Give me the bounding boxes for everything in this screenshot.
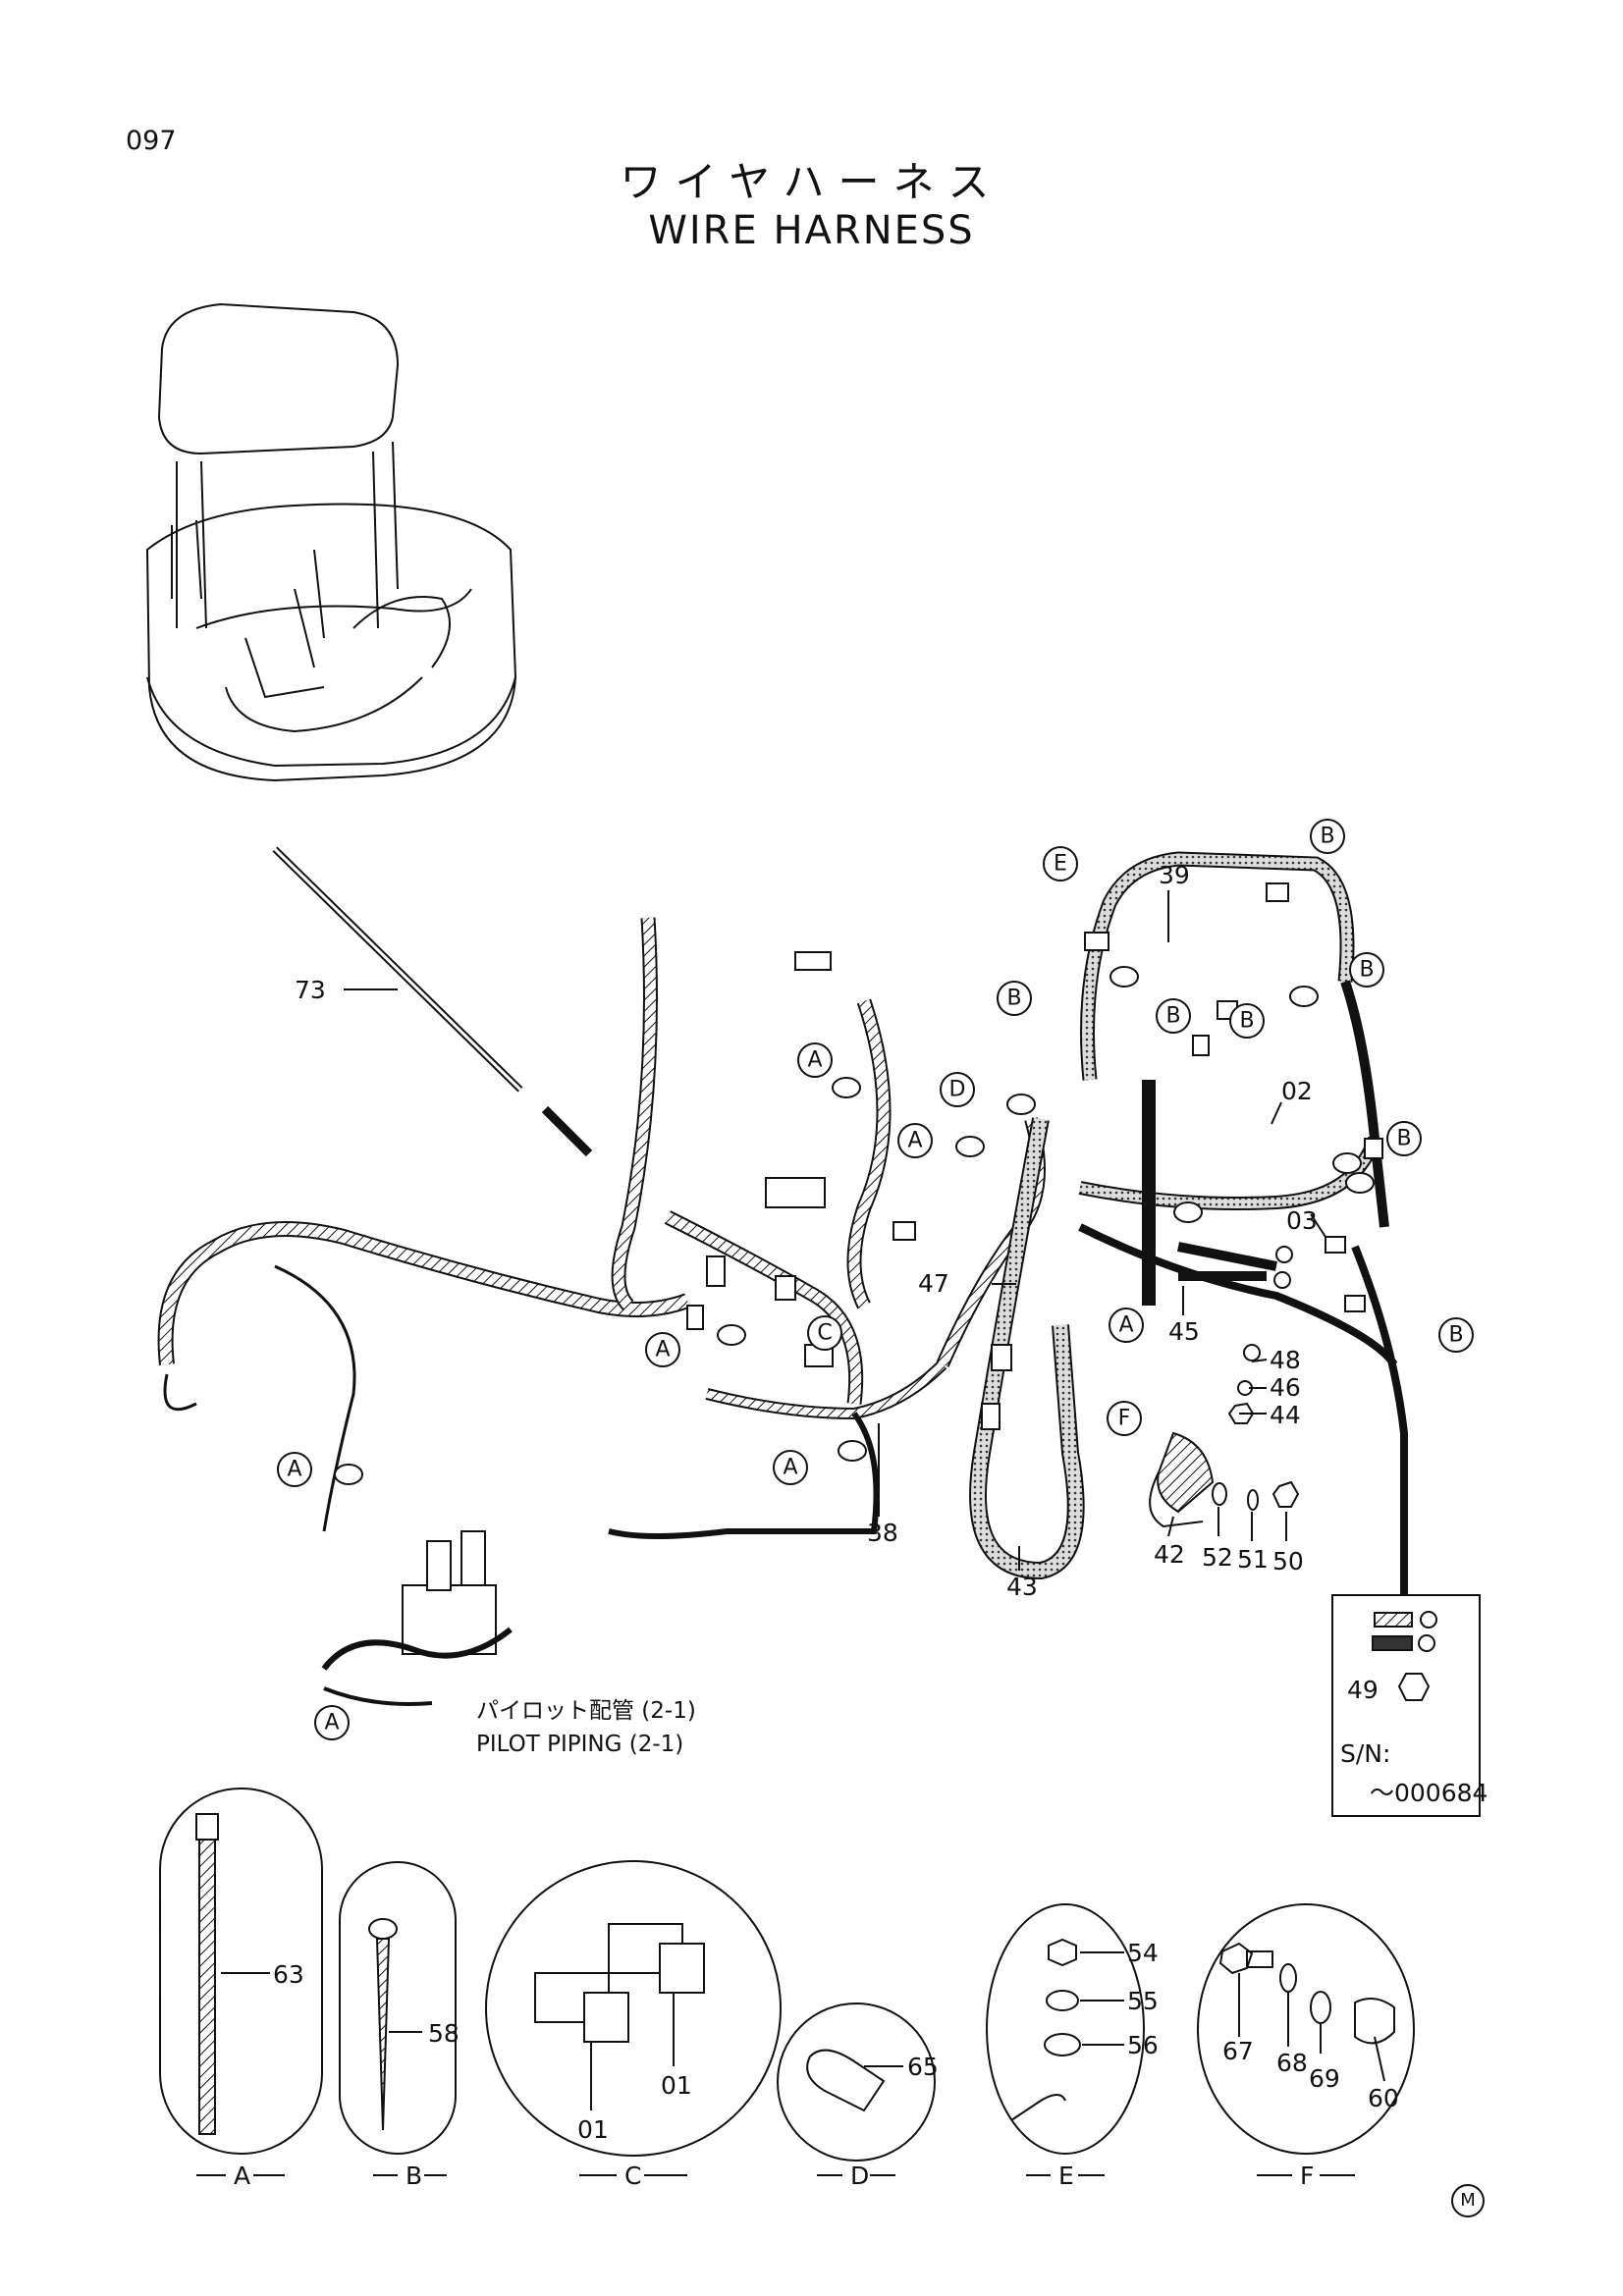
- part-label-67: 67: [1222, 2037, 1254, 2065]
- serial-label: S/N:: [1340, 1739, 1390, 1768]
- callout-a-mid: A: [907, 1129, 922, 1153]
- callout-b-center: B: [1239, 1009, 1254, 1034]
- detail-label-f: F: [1300, 2162, 1314, 2190]
- callout-circle-b-right-lower: [1438, 1317, 1474, 1353]
- callout-circle-a-lower: [773, 1450, 808, 1485]
- part-labels: 73 39 02 03 47 45 38 43 48 46 44 42 52 5…: [295, 861, 1318, 1601]
- part-label-60: 60: [1368, 2084, 1399, 2112]
- callout-circle-c: [807, 1315, 842, 1351]
- callout-circle-b-right-upper: [1349, 952, 1384, 988]
- callout-circle-a-upper: [797, 1042, 833, 1078]
- callout-d: D: [949, 1078, 966, 1102]
- detail-label-b: B: [406, 2162, 422, 2190]
- callout-circle-e: [1043, 846, 1078, 881]
- part-label-63: 63: [273, 1960, 304, 1989]
- part-label-68: 68: [1276, 2049, 1308, 2077]
- callout-circle-b-right-mid: [1386, 1121, 1422, 1156]
- callout-circle-b-left: [997, 981, 1032, 1016]
- callout-c: C: [817, 1321, 832, 1346]
- part-label-54: 54: [1127, 1939, 1159, 1967]
- part-label-52: 52: [1202, 1543, 1233, 1572]
- page-number: 097: [126, 126, 177, 156]
- detail-label-d: D: [850, 2162, 869, 2190]
- callout-a-far-left: A: [287, 1458, 301, 1482]
- detail-label-c: C: [624, 2162, 641, 2190]
- hardware-items: [1149, 1246, 1300, 1528]
- machine-cab-sketch: [145, 302, 517, 782]
- part-label-50: 50: [1272, 1547, 1304, 1575]
- part-label-43: 43: [1006, 1573, 1038, 1601]
- part-label-48: 48: [1270, 1346, 1301, 1374]
- main-harness-wires: [157, 846, 1408, 1600]
- part-label-58: 58: [428, 2019, 460, 2048]
- callout-circle-a-piping: [314, 1705, 350, 1740]
- part-label-73: 73: [295, 976, 326, 1004]
- part-label-49: 49: [1347, 1676, 1379, 1704]
- callout-f: F: [1118, 1407, 1131, 1431]
- detail-views: [159, 1788, 1415, 2162]
- callout-circle-b-mid: [1156, 998, 1191, 1034]
- pilot-piping-note: PILOT PIPING (2-1): [476, 1732, 684, 1757]
- callout-b-top: B: [1320, 825, 1334, 849]
- page-title: WIRE HARNESS: [648, 208, 975, 253]
- detail-part-labels: 63 58 01 01 65 54 55 56 67 68 69 60: [273, 1939, 1399, 2144]
- serial-value: ～000684: [1370, 1779, 1488, 1807]
- detail-view-captions: A B C D E F: [234, 2162, 1314, 2190]
- connector-blocks: [686, 882, 1383, 1430]
- part-label-38: 38: [867, 1519, 898, 1547]
- callout-circle-a-mid: [897, 1123, 933, 1158]
- part-label-65: 65: [907, 2053, 939, 2081]
- serial-number-inset: 49 S/N: ～000684: [1331, 1594, 1488, 1817]
- callout-b-right-upper: B: [1359, 958, 1374, 983]
- part-label-01-left: 01: [577, 2115, 609, 2144]
- callout-a-right: A: [1118, 1313, 1133, 1338]
- part-label-69: 69: [1309, 2064, 1340, 2093]
- callout-a-lower: A: [783, 1456, 797, 1480]
- part-label-03: 03: [1286, 1206, 1318, 1235]
- page-title-japanese: ワイヤハーネス: [620, 158, 1003, 206]
- callout-b-right-mid: B: [1396, 1127, 1411, 1151]
- detail-label-a: A: [234, 2162, 250, 2190]
- pilot-piping-note-japanese: パイロット配管 (2-1): [476, 1698, 696, 1724]
- part-label-01-right: 01: [661, 2071, 692, 2100]
- callout-a-piping: A: [324, 1711, 339, 1735]
- part-label-55: 55: [1127, 1987, 1159, 2015]
- callout-circle-a-far-left: [277, 1452, 312, 1487]
- footer-mark: M: [1451, 2184, 1485, 2217]
- part-label-45: 45: [1168, 1317, 1200, 1346]
- callout-circle-a-right: [1109, 1308, 1144, 1343]
- part-label-44: 44: [1270, 1401, 1301, 1429]
- callout-circle-a-left: [645, 1332, 680, 1367]
- callout-circle-b-top: [1310, 819, 1345, 854]
- callout-balloons: A A A A A A A B B B B B B B C D E F: [277, 819, 1474, 1740]
- callout-circle-b-center: [1229, 1003, 1265, 1039]
- callout-b-right-lower: B: [1448, 1323, 1463, 1348]
- callout-e: E: [1054, 852, 1067, 877]
- part-label-02: 02: [1281, 1077, 1313, 1105]
- part-label-56: 56: [1127, 2031, 1159, 2059]
- callout-b-left: B: [1006, 987, 1021, 1011]
- part-label-46: 46: [1270, 1373, 1301, 1402]
- part-label-47: 47: [918, 1269, 949, 1298]
- tie-bands: [334, 966, 1375, 1485]
- callout-a-left: A: [655, 1338, 670, 1362]
- part-label-51: 51: [1237, 1545, 1269, 1574]
- detail-label-e: E: [1058, 2162, 1074, 2190]
- callout-circle-d: [940, 1072, 975, 1107]
- pilot-piping-sketch: [321, 1530, 513, 1706]
- part-label-39: 39: [1159, 861, 1190, 889]
- part-label-42: 42: [1154, 1540, 1185, 1569]
- callout-circle-f: [1107, 1401, 1142, 1436]
- callout-a-upper: A: [807, 1048, 822, 1073]
- callout-b-mid: B: [1165, 1004, 1180, 1029]
